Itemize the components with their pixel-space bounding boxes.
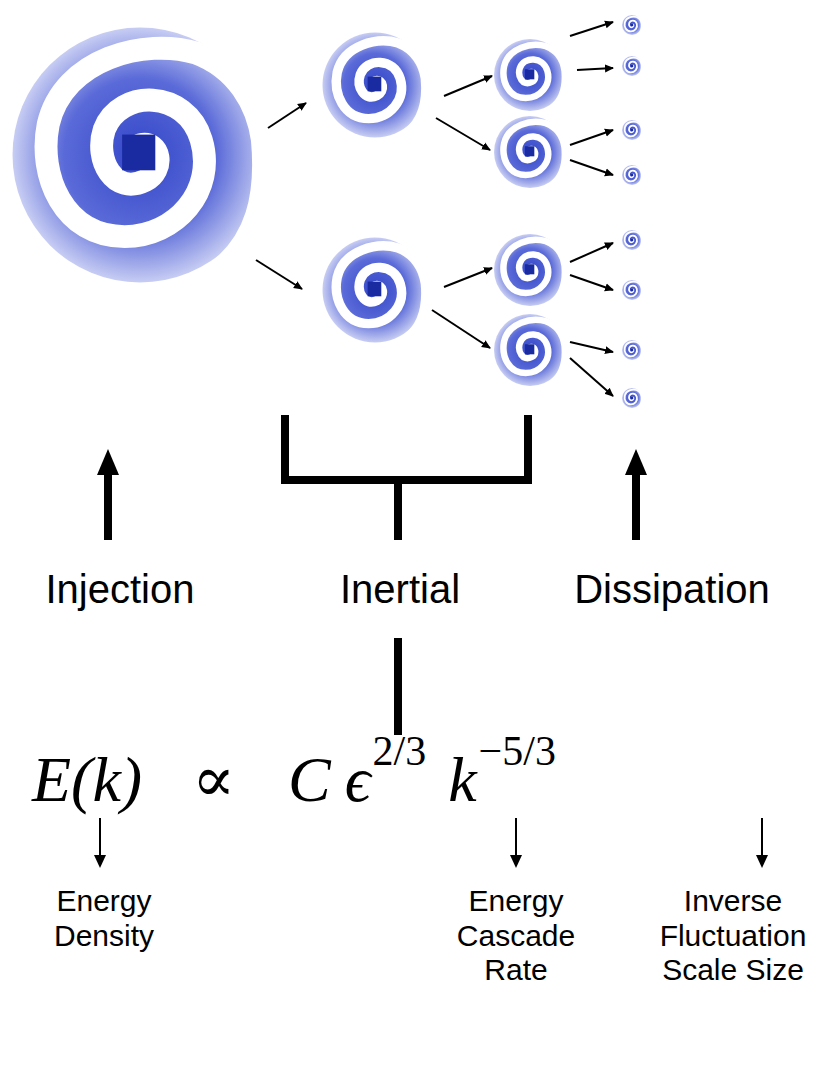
term-description: Energy Cascade Rate [446,884,586,988]
medium-eddies [323,33,428,343]
formula-term: E(k) [32,748,142,812]
term-pointers [100,818,762,866]
formula-term: C [288,748,331,812]
term-description: Energy Density [34,884,174,953]
term-description: Inverse Fluctuation Scale Size [643,884,823,988]
formula-exponent: 2/3 [372,730,426,772]
small-eddies [494,39,566,386]
stage-label: Inertial [340,566,460,612]
formula-symbol: ∝ [192,748,235,812]
stage-label: Dissipation [574,566,770,612]
formula-term: ϵ [345,748,371,812]
large-eddy [13,28,268,283]
formula-exponent: −5/3 [479,730,556,772]
tiny-eddies [622,15,642,408]
stage-label: Injection [46,566,195,612]
cascade-arrows [256,22,613,396]
formula-term: k [448,748,476,812]
